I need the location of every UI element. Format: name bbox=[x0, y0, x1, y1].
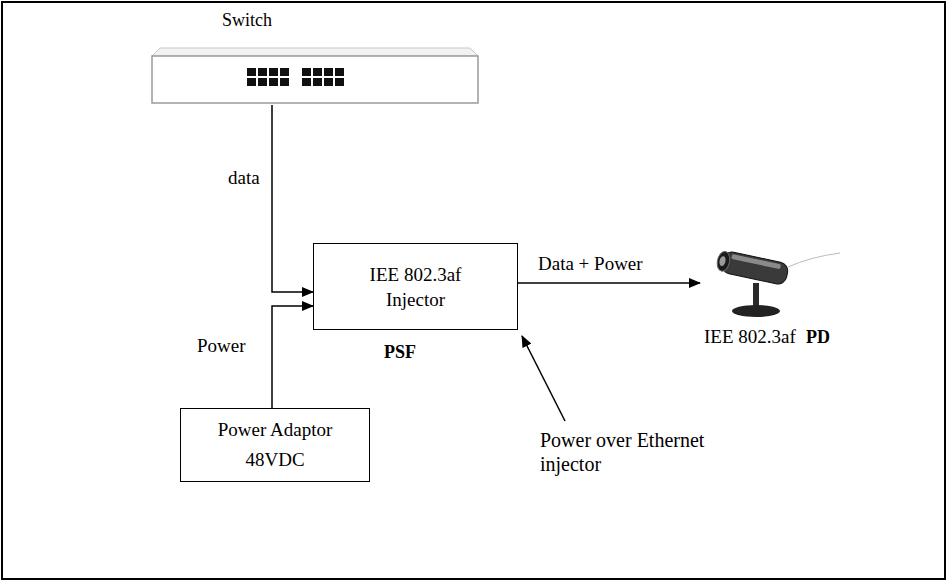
device-label: Switch bbox=[222, 8, 272, 32]
camera-device: IEE 802.3af PD bbox=[700, 245, 850, 350]
box-text: Power Adaptor 48VDC bbox=[200, 415, 350, 475]
role-label: PD bbox=[806, 325, 830, 349]
connector-arrow bbox=[518, 282, 700, 284]
connector-arrow bbox=[272, 306, 313, 408]
connector-arrow bbox=[272, 105, 313, 292]
camera-illustration bbox=[700, 245, 850, 325]
device-label: IEE 802.3af bbox=[704, 325, 796, 349]
edge-label: Power bbox=[197, 334, 246, 358]
edge-label: Data + Power bbox=[538, 252, 643, 276]
callout-note: Power over Ethernet injector bbox=[540, 428, 708, 476]
switch-illustration bbox=[150, 46, 480, 105]
box-text: IEE 802.3af Injector bbox=[357, 262, 475, 312]
edge-label: data bbox=[228, 166, 260, 190]
injector-box: IEE 802.3af InjectorPSF bbox=[313, 243, 518, 330]
power-adaptor-box: Power Adaptor 48VDC bbox=[180, 408, 370, 482]
switch-device: Switch bbox=[150, 8, 480, 105]
role-label: PSF bbox=[384, 341, 416, 363]
leader-line bbox=[522, 336, 565, 421]
